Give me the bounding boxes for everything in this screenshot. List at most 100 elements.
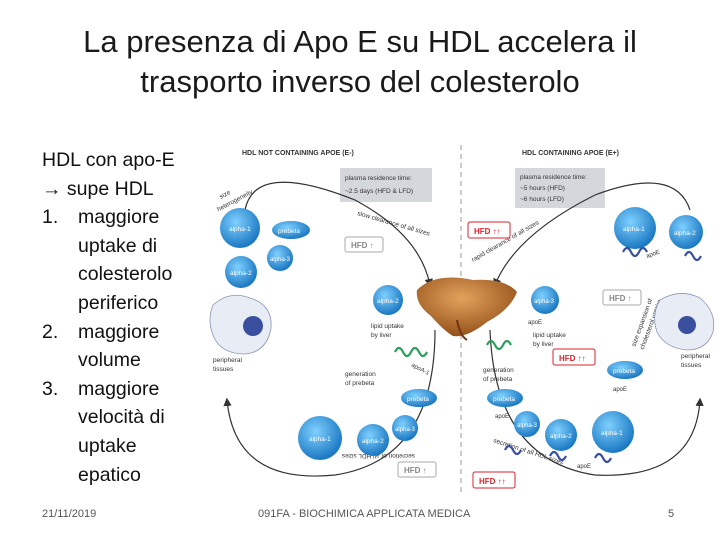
svg-text:alpha-2: alpha-2	[230, 270, 252, 277]
footer-course: 091FA - BIOCHIMICA APPLICATA MEDICA	[258, 508, 471, 520]
svg-text:HFD ↑↑: HFD ↑↑	[474, 227, 501, 236]
svg-text:prebeta: prebeta	[278, 228, 300, 235]
left-residence-box: plasma residence time: ~2.5 days (HFD & …	[340, 168, 432, 202]
right-residence-box: plasma residence time: ~5 hours (HFD) ~6…	[515, 168, 605, 208]
svg-text:prebeta: prebeta	[613, 368, 635, 375]
list-line: colesterolo	[78, 263, 173, 286]
svg-text:of prebeta: of prebeta	[345, 380, 375, 387]
residence-line: plasma residence time:	[345, 175, 412, 182]
list-line: maggiore	[78, 206, 160, 229]
residence-line: plasma residence time:	[520, 174, 587, 181]
right-alpha1-particle-bottom: alpha-1	[592, 411, 634, 453]
hdl-apoe-diagram: HDL NOT CONTAINING APOE (E-) HDL CONTAIN…	[205, 140, 720, 500]
list-number: 2.	[42, 320, 59, 343]
residence-line: ~6 hours (LFD)	[520, 196, 564, 203]
svg-text:of prebeta: of prebeta	[483, 376, 513, 383]
secretion-left-label: secretion of all HDL sizes	[341, 452, 415, 459]
list-item-3: 3. maggiore velocità di uptake epatico	[42, 375, 202, 489]
left-prebeta-particle-top: prebeta	[272, 221, 310, 239]
right-alpha1-particle-top: alpha-1	[614, 207, 656, 249]
svg-text:alpha-3: alpha-3	[270, 257, 291, 263]
list-line: periferico	[78, 291, 159, 314]
left-apoa1-protein: apoA-1	[394, 346, 431, 377]
svg-text:generation: generation	[483, 367, 514, 374]
liver-icon	[416, 277, 517, 341]
size-heterogeneity-label: size heterogeneity	[216, 188, 255, 213]
hfd-badge-center: HFD ↑↑	[552, 348, 596, 366]
svg-text:apoE: apoE	[613, 387, 627, 393]
svg-text:by liver: by liver	[371, 332, 392, 339]
right-alpha2-particle-top: alpha-2	[669, 215, 703, 249]
svg-text:alpha-2: alpha-2	[362, 438, 384, 445]
svg-text:alpha-2: alpha-2	[377, 298, 399, 305]
svg-text:alpha-1: alpha-1	[229, 226, 251, 233]
left-liver-uptake-label: lipid uptake by liver	[371, 323, 404, 339]
svg-text:peripheral: peripheral	[213, 357, 242, 364]
svg-text:alpha-1: alpha-1	[623, 226, 645, 233]
svg-text:alpha-1: alpha-1	[309, 436, 331, 443]
svg-text:apoE: apoE	[528, 320, 542, 326]
svg-text:HFD ↑↑: HFD ↑↑	[559, 354, 586, 363]
svg-text:size: size	[218, 189, 232, 201]
list-line: volume	[78, 349, 141, 372]
svg-text:HFD ↑: HFD ↑	[351, 241, 374, 250]
diagram-svg: HDL NOT CONTAINING APOE (E-) HDL CONTAIN…	[209, 145, 715, 495]
hfd-badge-right-mid: HFD ↑	[602, 289, 642, 306]
left-top-arc	[244, 181, 433, 288]
svg-text:lipid uptake: lipid uptake	[371, 323, 404, 330]
intro-arrow-line: → supe HDL	[42, 175, 202, 204]
right-generation-label: generation of prebeta	[483, 367, 514, 383]
right-apoe-label-bottom: apoE	[495, 414, 509, 420]
right-apoe-proteins-top: apoE	[622, 246, 702, 262]
right-arrow-icon: →	[42, 177, 67, 200]
left-alpha3-particle-bottom: alpha-3	[392, 415, 418, 441]
left-alpha2-particle-mid: alpha-2	[373, 285, 403, 315]
list-line: velocità di	[78, 406, 165, 429]
left-peripheral-cell	[209, 294, 272, 355]
svg-text:by liver: by liver	[533, 341, 554, 348]
left-peripheral-label: peripheral tissues	[213, 357, 242, 373]
list-number: 3.	[42, 377, 59, 400]
residence-line: ~5 hours (HFD)	[520, 185, 565, 192]
slide-title-line-2: trasporto inverso del colesterolo	[140, 64, 580, 99]
svg-text:alpha-2: alpha-2	[550, 433, 572, 440]
right-peripheral-label: peripheral tissues	[681, 353, 710, 369]
hfd-badge-right-top: HFD ↑↑	[467, 221, 511, 239]
svg-text:apoE: apoE	[577, 464, 591, 470]
right-liver-uptake-label: lipid uptake by liver	[533, 332, 566, 348]
svg-text:tissues: tissues	[213, 366, 234, 373]
right-alpha3-particle-mid: alpha-3	[531, 286, 559, 314]
hfd-badge-left-bottom: HFD ↑	[397, 461, 437, 478]
svg-text:HFD ↑: HFD ↑	[609, 294, 632, 303]
right-prebeta-particle-mid: prebeta	[607, 361, 643, 379]
svg-text:alpha-1: alpha-1	[601, 430, 623, 437]
page-number: 5	[668, 508, 675, 520]
slow-clearance-label: slow clearance of all sizes	[356, 210, 431, 238]
slide-title-line-1: La presenza di Apo E su HDL accelera il	[83, 24, 637, 59]
list-line: epatico	[78, 463, 141, 486]
list-number: 1.	[42, 206, 59, 229]
svg-text:apoE: apoE	[646, 249, 661, 259]
right-header: HDL CONTAINING APOE (E+)	[522, 150, 619, 157]
list-line: maggiore	[78, 377, 160, 400]
svg-text:generation: generation	[345, 371, 376, 378]
svg-text:HFD ↑↑: HFD ↑↑	[479, 477, 506, 486]
right-alpha2-particle-bottom: alpha-2	[545, 419, 577, 451]
list-line: uptake	[78, 434, 137, 457]
left-alpha1-particle-top: alpha-1	[220, 208, 260, 248]
intro-arrow-text: supe HDL	[66, 177, 154, 200]
intro-line: HDL con apo-E	[42, 149, 175, 171]
svg-text:prebeta: prebeta	[407, 396, 429, 403]
svg-text:prebeta: prebeta	[493, 396, 515, 403]
svg-text:alpha-3: alpha-3	[395, 427, 416, 433]
svg-text:apoE: apoE	[495, 414, 509, 420]
right-peripheral-cell	[654, 293, 715, 351]
svg-text:peripheral: peripheral	[681, 353, 710, 360]
left-alpha2-particle-top: alpha-2	[225, 256, 257, 288]
right-prebeta-particle-bottom: prebeta	[487, 389, 523, 407]
left-alpha3-particle: alpha-3	[267, 245, 293, 271]
left-alpha2-particle-bottom: alpha-2	[357, 424, 389, 456]
left-header: HDL NOT CONTAINING APOE (E-)	[242, 150, 354, 157]
